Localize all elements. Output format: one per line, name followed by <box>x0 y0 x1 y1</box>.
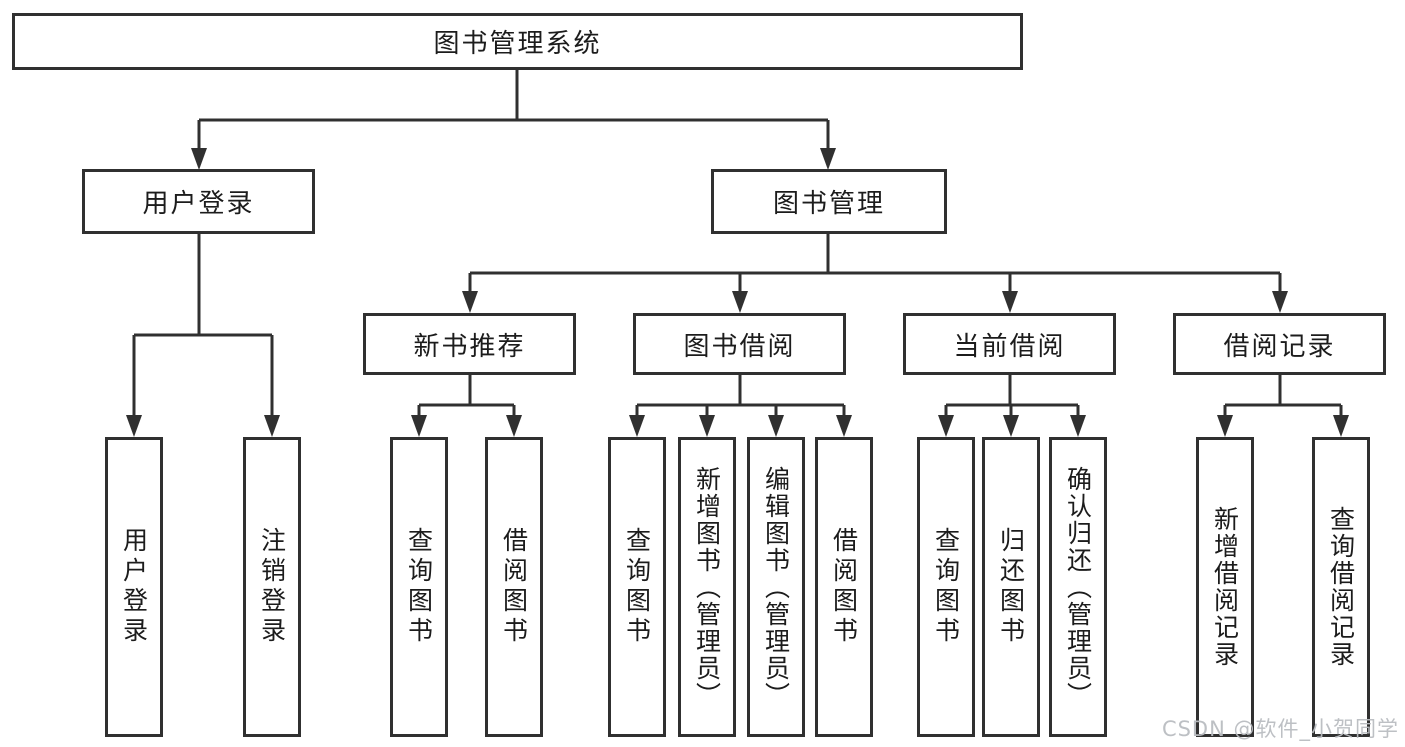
leaf-query-books-current-label: 查询图书 <box>931 527 961 647</box>
node-new-book-recommend: 新书推荐 <box>363 313 576 375</box>
node-borrow-records-label: 借阅记录 <box>1223 331 1336 362</box>
leaf-add-borrow-record-label: 新增借阅记录 <box>1210 506 1240 668</box>
node-borrow-records: 借阅记录 <box>1173 313 1386 375</box>
node-book-management-label: 图书管理 <box>772 189 885 219</box>
leaf-borrow-books-label: 借阅图书 <box>829 527 859 647</box>
leaf-logout-label: 注销登录 <box>257 527 287 647</box>
node-book-borrow: 图书借阅 <box>633 313 846 375</box>
node-current-borrow-label: 当前借阅 <box>953 331 1066 362</box>
leaf-query-books-recommend: 查询图书 <box>390 437 448 737</box>
leaf-confirm-return-admin: 确认归还（管理员） <box>1049 437 1107 737</box>
leaf-return-books: 归还图书 <box>982 437 1040 737</box>
leaf-query-borrow-record-label: 查询借阅记录 <box>1326 506 1356 668</box>
leaf-borrow-books: 借阅图书 <box>815 437 873 737</box>
leaf-query-books-borrow-label: 查询图书 <box>622 527 652 647</box>
leaf-user-login: 用户登录 <box>105 437 163 737</box>
leaf-add-borrow-record: 新增借阅记录 <box>1196 437 1254 737</box>
node-current-borrow: 当前借阅 <box>903 313 1116 375</box>
leaf-add-book-admin-label: 新增图书（管理员） <box>692 465 722 709</box>
leaf-borrow-books-recommend-label: 借阅图书 <box>499 527 529 647</box>
leaf-edit-book-admin: 编辑图书（管理员） <box>747 437 805 737</box>
leaf-query-books-recommend-label: 查询图书 <box>404 527 434 647</box>
node-new-book-recommend-label: 新书推荐 <box>413 331 526 362</box>
csdn-watermark: CSDN @软件_小贺同学 <box>1161 717 1399 741</box>
leaf-query-borrow-record: 查询借阅记录 <box>1312 437 1370 737</box>
node-book-borrow-label: 图书借阅 <box>683 331 796 362</box>
node-user-login: 用户登录 <box>82 169 315 234</box>
leaf-query-books-borrow: 查询图书 <box>608 437 666 737</box>
node-library-system-label: 图书管理系统 <box>433 29 602 59</box>
leaf-edit-book-admin-label: 编辑图书（管理员） <box>761 465 791 709</box>
leaf-query-books-current: 查询图书 <box>917 437 975 737</box>
leaf-logout: 注销登录 <box>243 437 301 737</box>
leaf-return-books-label: 归还图书 <box>996 527 1026 647</box>
node-book-management: 图书管理 <box>711 169 947 234</box>
leaf-confirm-return-admin-label: 确认归还（管理员） <box>1063 465 1093 709</box>
leaf-borrow-books-recommend: 借阅图书 <box>485 437 543 737</box>
leaf-user-login-label: 用户登录 <box>119 527 149 647</box>
leaf-add-book-admin: 新增图书（管理员） <box>678 437 736 737</box>
node-library-system: 图书管理系统 <box>12 13 1023 70</box>
node-user-login-label: 用户登录 <box>142 189 255 219</box>
